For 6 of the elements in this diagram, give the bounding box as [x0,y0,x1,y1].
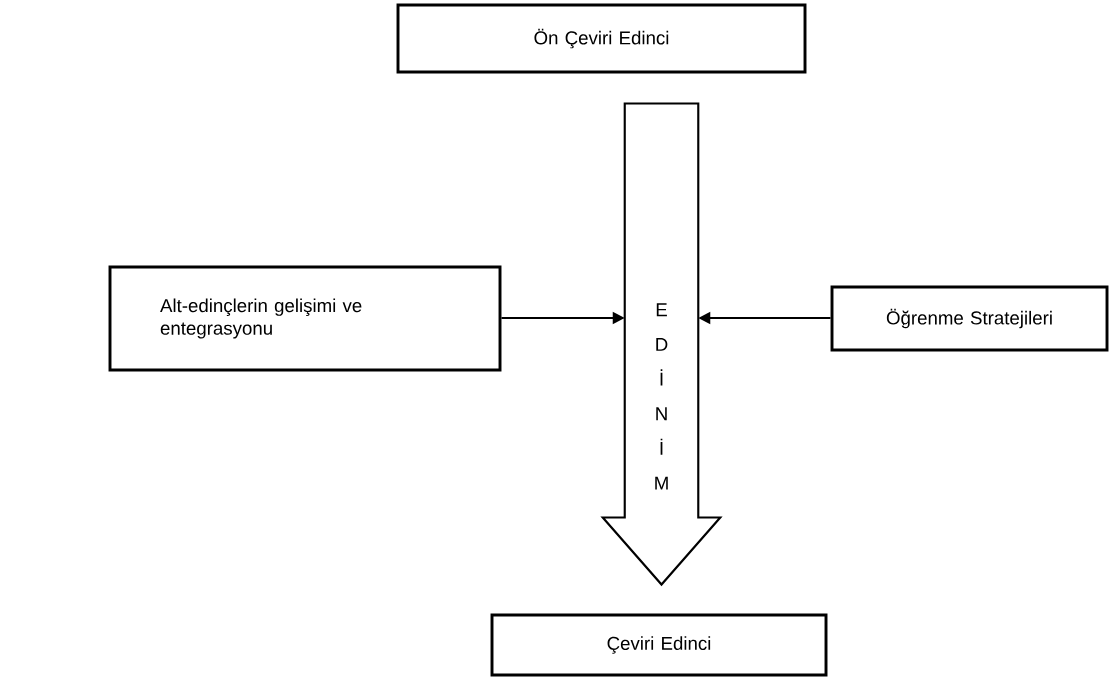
text-box: Çeviri Edinci [490,613,828,677]
text-box: Öğrenme Stratejileri [830,285,1109,352]
vertical-label: E D İ N İ M [655,303,668,490]
text-box: Ön Çeviri Edinci [396,3,807,74]
text-box: Alt-edinçlerin gelişimi ve entegrasyonu [108,265,502,372]
block-arrow [600,102,723,587]
